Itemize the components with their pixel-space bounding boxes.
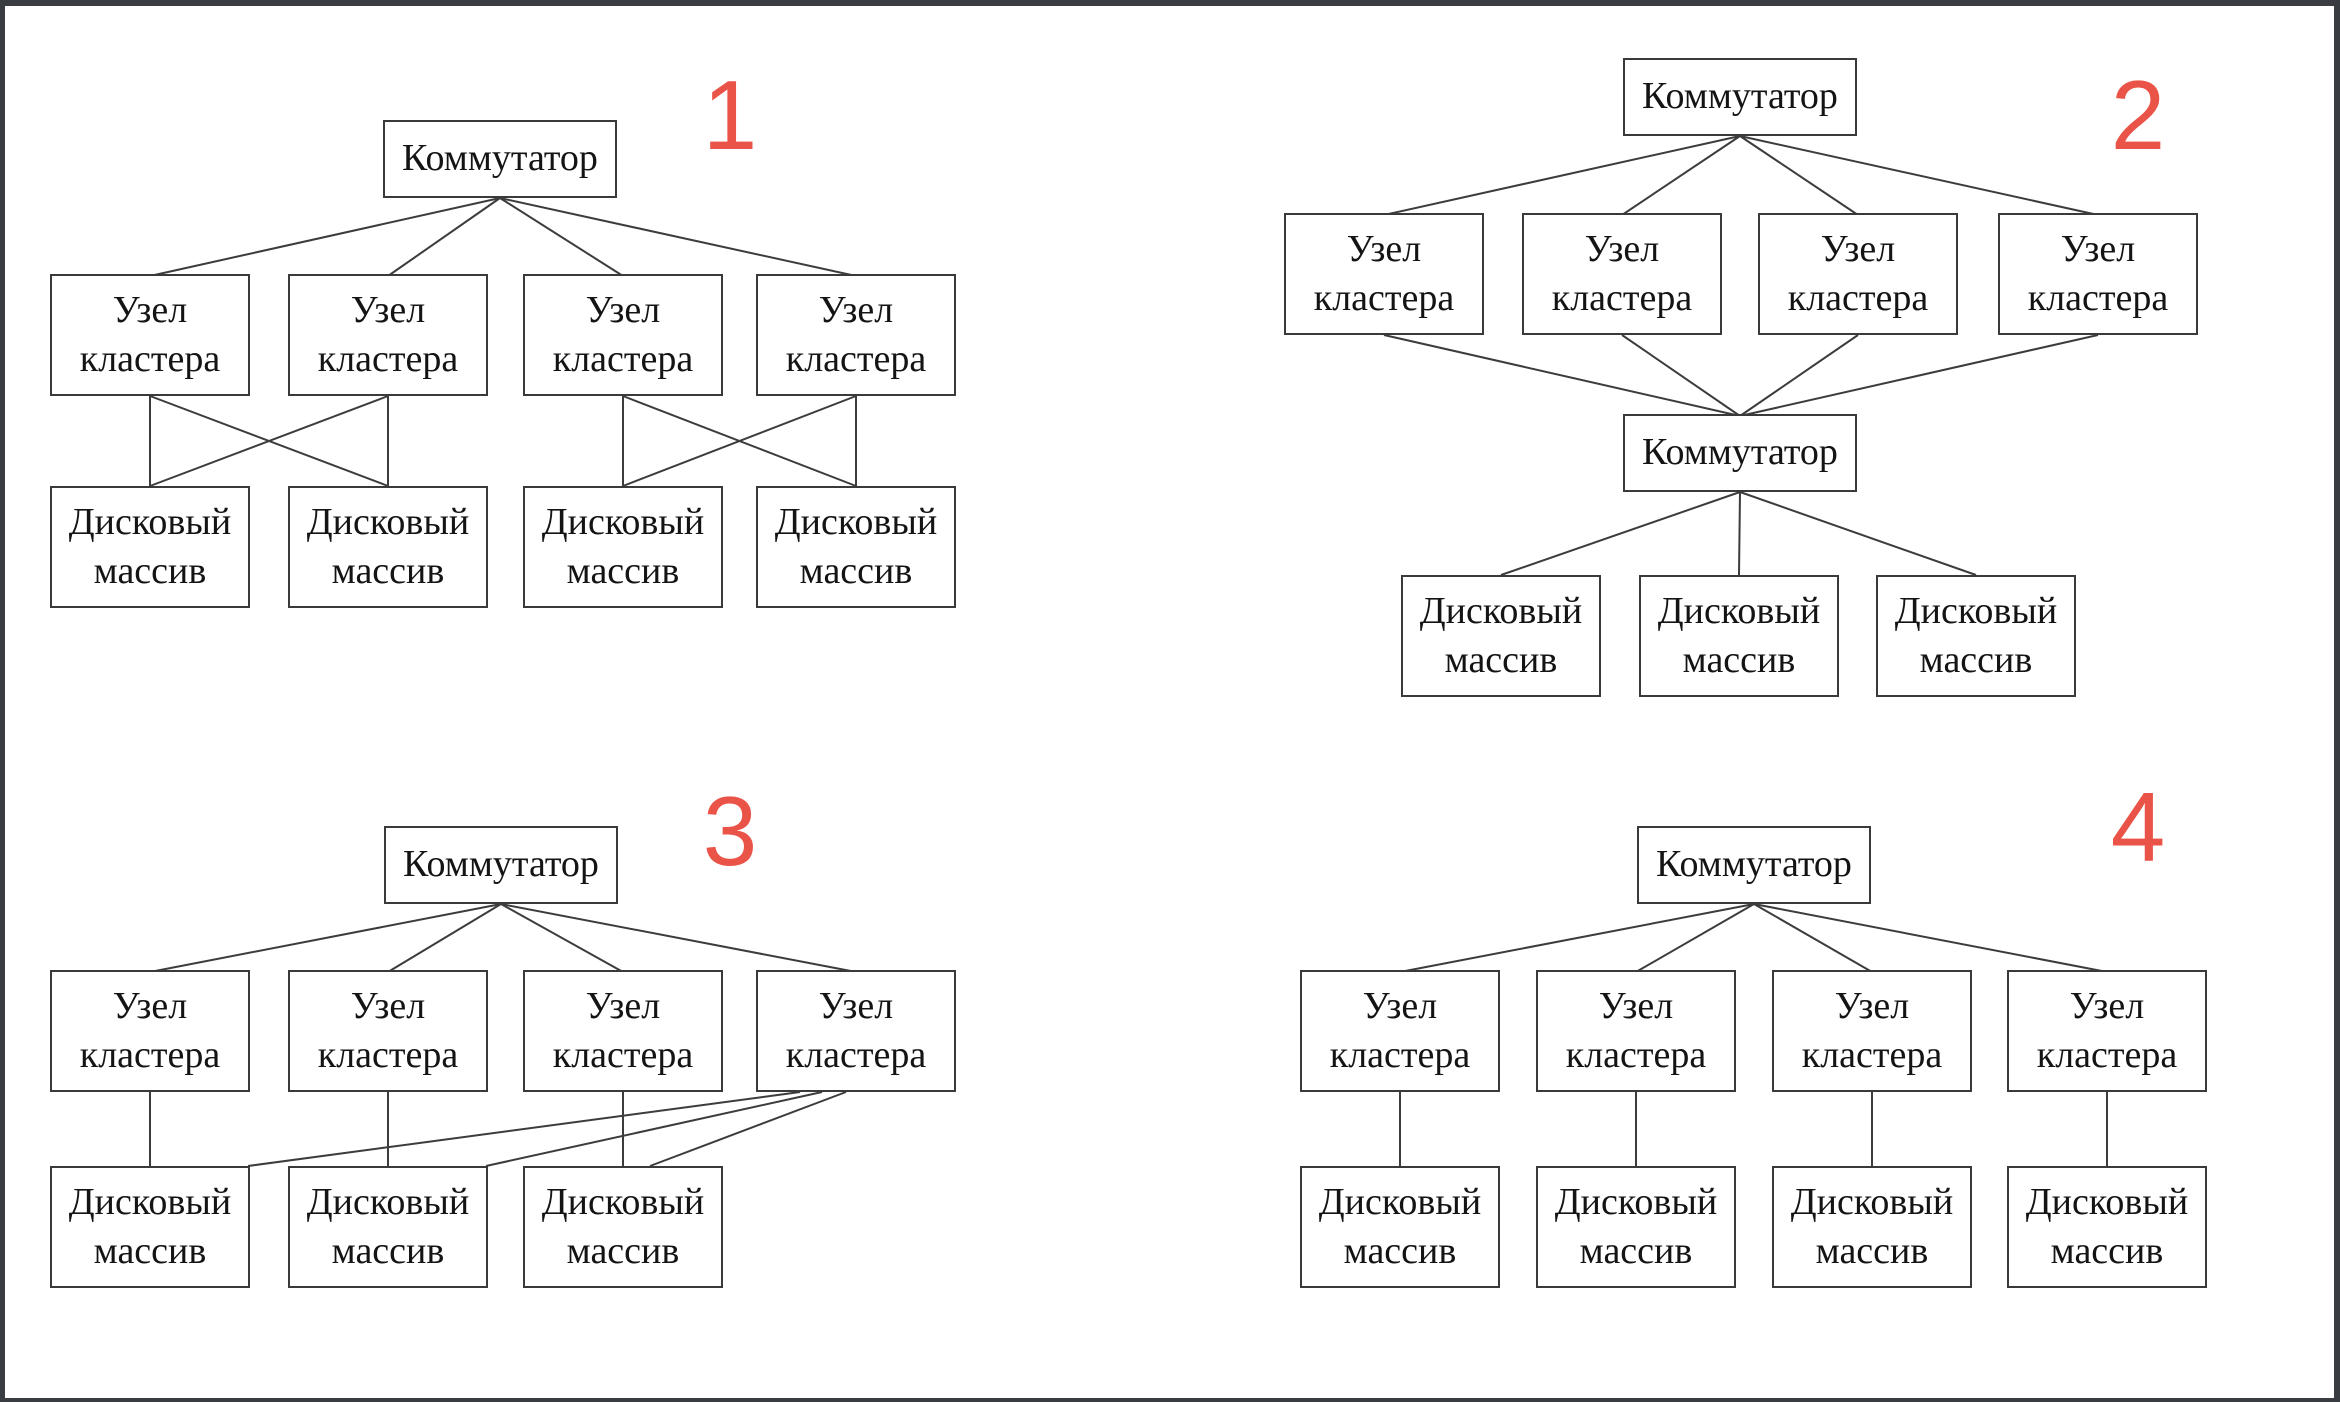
diagram-2-links — [1383, 135, 2099, 576]
d1-disk-array-box-2: Дисковый массив — [288, 486, 488, 608]
d2-disk-array-box-3: Дисковый массив — [1876, 575, 2076, 697]
d2-cluster-node-box-4: Узел кластера — [1998, 213, 2198, 335]
d2-switch-bottom-box: Коммутатор — [1623, 414, 1857, 492]
d3-cluster-node-box-4: Узел кластера — [756, 970, 956, 1092]
diagram-1-links — [149, 197, 857, 487]
d1-switch-box: Коммутатор — [383, 120, 617, 198]
d1-disk-array-box-4: Дисковый массив — [756, 486, 956, 608]
diagram-2-number: 2 — [2110, 60, 2166, 170]
window-frame-bottom — [0, 1398, 2340, 1402]
d1-disk-array-box-1: Дисковый массив — [50, 486, 250, 608]
d2-cluster-node-box-2: Узел кластера — [1522, 213, 1722, 335]
window-frame-top — [0, 0, 2340, 6]
d3-cluster-node-box-1: Узел кластера — [50, 970, 250, 1092]
d2-disk-array-box-1: Дисковый массив — [1401, 575, 1601, 697]
d2-switch-top-box: Коммутатор — [1623, 58, 1857, 136]
d3-disk-array-box-3: Дисковый массив — [523, 1166, 723, 1288]
diagram-3-number: 3 — [702, 776, 758, 886]
diagram-4-links — [1399, 903, 2108, 1166]
window-frame-left — [0, 0, 5, 1402]
d2-disk-array-box-2: Дисковый массив — [1639, 575, 1839, 697]
d4-cluster-node-box-2: Узел кластера — [1536, 970, 1736, 1092]
d4-cluster-node-box-1: Узел кластера — [1300, 970, 1500, 1092]
d1-cluster-node-box-2: Узел кластера — [288, 274, 488, 396]
d3-cluster-node-box-3: Узел кластера — [523, 970, 723, 1092]
d4-cluster-node-box-3: Узел кластера — [1772, 970, 1972, 1092]
d4-disk-array-box-1: Дисковый массив — [1300, 1166, 1500, 1288]
diagram-3-links — [149, 903, 857, 1167]
d2-cluster-node-box-3: Узел кластера — [1758, 213, 1958, 335]
d3-cluster-node-box-2: Узел кластера — [288, 970, 488, 1092]
d1-cluster-node-box-4: Узел кластера — [756, 274, 956, 396]
diagram-1-number: 1 — [702, 60, 758, 170]
diagram-4-number: 4 — [2110, 772, 2166, 882]
d4-disk-array-box-3: Дисковый массив — [1772, 1166, 1972, 1288]
d2-cluster-node-box-1: Узел кластера — [1284, 213, 1484, 335]
d4-cluster-node-box-4: Узел кластера — [2007, 970, 2207, 1092]
d3-switch-box: Коммутатор — [384, 826, 618, 904]
d3-disk-array-box-1: Дисковый массив — [50, 1166, 250, 1288]
d1-cluster-node-box-1: Узел кластера — [50, 274, 250, 396]
window-frame-right — [2334, 0, 2340, 1402]
d3-disk-array-box-2: Дисковый массив — [288, 1166, 488, 1288]
d1-disk-array-box-3: Дисковый массив — [523, 486, 723, 608]
d4-switch-box: Коммутатор — [1637, 826, 1871, 904]
d4-disk-array-box-2: Дисковый массив — [1536, 1166, 1736, 1288]
d1-cluster-node-box-3: Узел кластера — [523, 274, 723, 396]
d4-disk-array-box-4: Дисковый массив — [2007, 1166, 2207, 1288]
